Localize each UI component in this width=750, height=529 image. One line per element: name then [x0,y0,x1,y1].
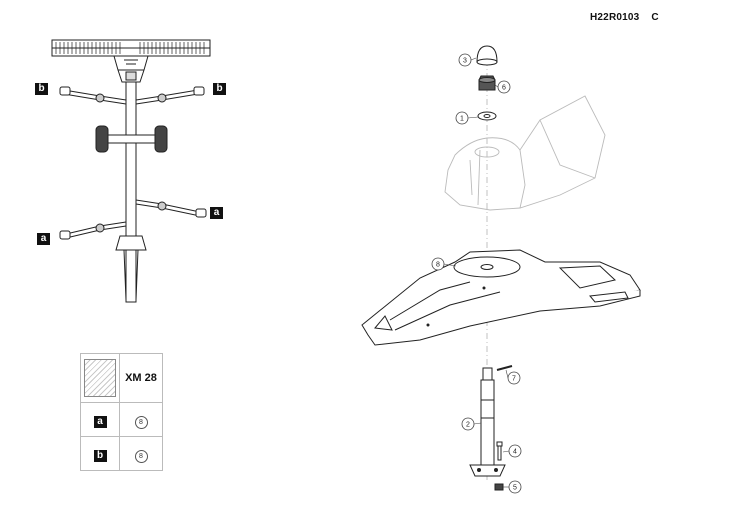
label-b-left: b [35,83,48,95]
part-lock-nut [494,483,504,491]
part-bolt [496,441,503,461]
row-a-label-cell: a [80,402,120,437]
row-b-badge: b [93,449,107,462]
callout-bubble-2 [461,417,475,431]
callout-bubble-4 [508,444,522,458]
callout-bubble-6 [497,80,511,94]
part-base-plate [361,249,641,346]
callout-leader-1 [467,116,479,119]
callout-leader-3 [470,57,477,61]
callout-number-3: 3 [463,58,467,65]
row-b-label-cell: b [80,436,120,471]
model-header: XM 28 [119,353,163,403]
callout-bubble-5 [508,480,522,494]
callout-number-1: 1 [460,116,464,123]
label-a-right: a [210,207,223,219]
reference-table: XM 28 a 8 b 8 [80,353,163,471]
callout-bubble-8 [431,257,445,271]
callout-leader-7 [505,369,509,379]
row-b-qty: 8 [134,449,148,463]
callout-number-8: 8 [436,262,440,269]
rear-chassis [115,235,147,251]
callout-number-2: 2 [466,422,470,429]
document-reference: H22R0103 C [590,12,659,23]
part-spindle [469,367,506,477]
callout-number-6: 6 [502,85,506,92]
callout-number-5: 5 [513,485,517,492]
part-cap [476,45,498,63]
callout-leader-2 [473,422,482,425]
hatch-swatch [84,359,116,397]
hatched-header-cell [80,353,120,403]
callout-bubble-1 [455,111,469,125]
ghosted-arm-casting [444,95,606,211]
transport-wheels [95,125,168,153]
part-pin [496,365,513,371]
callout-leader-8 [443,263,457,267]
revision-letter: C [651,12,659,23]
drawing-number: H22R0103 [590,12,640,23]
callout-leader-4 [502,450,510,453]
label-a-left: a [37,233,50,245]
row-a-badge: a [93,415,107,428]
callout-number-7: 7 [512,376,516,383]
row-a-qty: 8 [134,415,148,429]
row-b-qty-cell: 8 [119,436,163,471]
main-beam [125,81,137,303]
callout-leader-6 [494,84,499,88]
callout-number-4: 4 [513,449,517,456]
label-b-right: b [213,83,226,95]
callout-bubble-7 [507,371,521,385]
callout-bubble-3 [458,53,472,67]
